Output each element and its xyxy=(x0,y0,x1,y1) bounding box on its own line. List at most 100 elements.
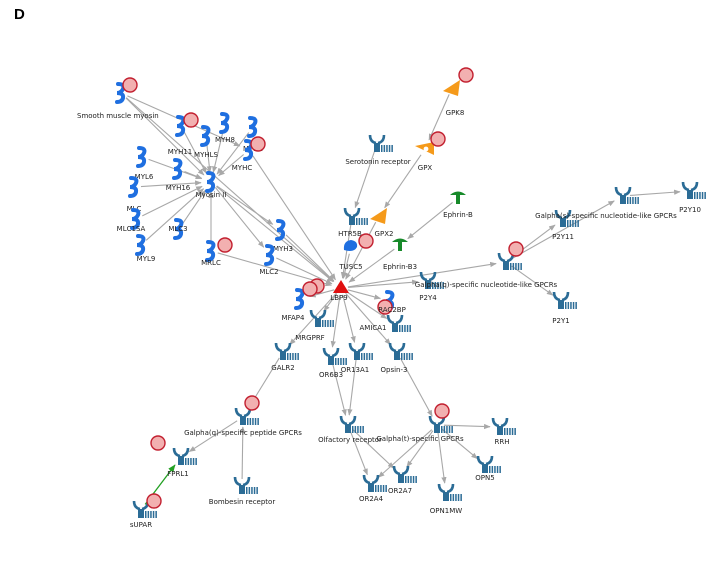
node-or13a1[interactable]: OR13A1 xyxy=(341,342,373,374)
node-gpx2[interactable]: GPX2 xyxy=(370,208,393,238)
node-opn5[interactable]: OPN5 xyxy=(475,455,501,482)
edge-myhc-lbp9 xyxy=(252,155,336,281)
node-myhc[interactable]: MYHC xyxy=(232,136,266,172)
node-olfactory[interactable]: Olfactory receptor xyxy=(318,415,382,444)
node-myh11[interactable]: MYH11 xyxy=(168,112,199,156)
edge-or6b3-olfactory xyxy=(332,363,347,416)
node-mlc3[interactable]: MLC3 xyxy=(168,218,188,240)
node-label: Galpha(s)-specific nucleotide-like GPCRs xyxy=(535,212,677,220)
node-galphat[interactable]: Galpha(t)-specific GPCRs xyxy=(376,403,464,443)
node-p2y10[interactable]: P2Y10 xyxy=(679,181,706,214)
node-label: MLC3 xyxy=(168,225,187,233)
node-myh16[interactable]: MYH16 xyxy=(166,158,191,192)
edge-lbp9-rac2bp xyxy=(347,289,381,300)
node-galr2[interactable]: GALR2 xyxy=(271,342,299,372)
node-bombesin[interactable]: Bombesin receptor xyxy=(209,476,276,506)
enzyme-glyph-icon xyxy=(370,208,387,224)
edge-myhc-myosin_ii xyxy=(218,154,244,176)
node-label: MYH8 xyxy=(215,136,235,144)
myosin-glyph-icon xyxy=(115,82,126,104)
node-tusc5[interactable]: TUSC5 xyxy=(338,233,374,271)
node-opn1mw[interactable]: OPN1MW xyxy=(430,483,462,515)
edge-layer xyxy=(125,94,681,505)
node-label: MYL6 xyxy=(135,173,154,181)
node-label: GPK8 xyxy=(446,109,465,117)
myosin-glyph-icon xyxy=(205,240,216,262)
node-p2y1[interactable]: P2Y1 xyxy=(552,291,577,325)
node-ephrin-b[interactable]: Ephrin-B xyxy=(443,191,473,220)
edge-myosin_ii-mlc2 xyxy=(214,187,265,248)
node-label: GALR2 xyxy=(271,364,294,372)
node-mlc2[interactable]: MLC2 xyxy=(259,244,279,276)
edge-olfactory-or2a7 xyxy=(352,429,395,469)
edge-gnucleotide-gsnucleotide xyxy=(511,200,615,260)
edge-smooth_muscle_myosin-lbp9 xyxy=(125,97,335,282)
edge-opsin3-galphat xyxy=(399,357,433,417)
target-marker-icon xyxy=(217,237,233,253)
node-myl9[interactable]: MYL9 xyxy=(135,234,156,263)
node-label: MRLC xyxy=(201,259,221,267)
node-p2y4[interactable]: P2Y4 xyxy=(419,271,444,302)
ligand-glyph-icon xyxy=(392,238,408,251)
node-myh8[interactable]: MYH8 xyxy=(215,112,235,144)
node-mrgprf[interactable]: MRGPRF xyxy=(295,309,334,342)
target-marker-icon xyxy=(122,77,138,93)
node-gpk8[interactable]: GPK8 xyxy=(443,67,474,117)
node-or2a7[interactable]: OR2A7 xyxy=(388,465,417,495)
node-supar[interactable]: sUPAR xyxy=(130,493,162,529)
node-serotonin-receptor[interactable]: Serotonin receptor xyxy=(345,134,411,166)
myosin-glyph-icon xyxy=(200,125,211,147)
edge-galphat-opn5 xyxy=(442,429,478,460)
protein-glyph-icon xyxy=(343,240,358,251)
node-mlc1sa[interactable]: MLC1SA xyxy=(117,208,146,233)
node-label: MRGPRF xyxy=(295,334,324,342)
node-or2a4[interactable]: OR2A4 xyxy=(359,474,387,503)
node-htr5b[interactable]: HTR5B xyxy=(338,207,368,238)
edge-myh8-myosin_ii xyxy=(212,129,224,173)
node-gsnucleotide[interactable]: Galpha(s)-specific nucleotide-like GPCRs xyxy=(535,186,677,220)
node-label: LBP9 xyxy=(330,294,347,302)
node-p2y11[interactable]: P2Y11 xyxy=(552,209,579,241)
node-mrlc[interactable]: MRLC xyxy=(201,237,233,267)
enzyme-glyph-icon xyxy=(415,142,434,155)
node-gpx[interactable]: GPX xyxy=(415,131,446,172)
target-marker-icon xyxy=(434,403,450,419)
node-myhls[interactable]: MYHLS xyxy=(194,125,219,159)
node-gpeptide[interactable]: Galpha(q)-specific peptide GPCRs xyxy=(184,395,302,437)
node-label: OR6B3 xyxy=(319,371,343,379)
node-smooth-muscle-myosin[interactable]: Smooth muscle myosin xyxy=(77,77,159,120)
node-label: Galpha(t)-specific GPCRs xyxy=(376,435,464,443)
node-amica1[interactable]: AMICA1 xyxy=(359,314,411,332)
node-fprl1[interactable]: FPRL1 xyxy=(150,435,197,478)
node-mfap4[interactable]: MFAP4 xyxy=(282,281,318,322)
edge-lbp9-galr2 xyxy=(289,292,337,346)
node-or6b3[interactable]: OR6B3 xyxy=(319,347,347,379)
receptor-glyph-icon xyxy=(554,209,579,227)
edge-ephrin_b-ephrin_b3 xyxy=(407,201,453,240)
node-gnucleotide[interactable]: Galpha(q)-specific nucleotide-like GPCRs xyxy=(415,241,558,289)
edge-myh11-myosin_ii xyxy=(183,131,207,174)
target-marker-icon xyxy=(146,493,162,509)
edge-lbp9-amica1 xyxy=(346,291,388,319)
node-rac2bp[interactable]: RAC2BP xyxy=(377,290,406,315)
receptor-glyph-icon xyxy=(681,181,706,199)
node-rrh[interactable]: RRH xyxy=(491,417,516,446)
receptor-glyph-icon xyxy=(392,465,417,483)
node-ephrin-b3[interactable]: Ephrin-B3 xyxy=(383,238,417,272)
node-label: Olfactory receptor xyxy=(318,436,382,444)
receptor-glyph-icon xyxy=(476,455,501,473)
node-label: MYH3 xyxy=(273,245,293,253)
node-myh3[interactable]: MYH3 xyxy=(273,219,293,253)
receptor-glyph-icon xyxy=(388,342,413,360)
node-label: Galpha(q)-specific nucleotide-like GPCRs xyxy=(415,281,558,289)
node-mlc[interactable]: MLC xyxy=(127,176,142,213)
node-opsin3[interactable]: Opsin-3 xyxy=(381,342,413,374)
receptor-glyph-icon xyxy=(172,447,197,465)
node-myosin-ii[interactable]: Myosin II xyxy=(196,171,227,199)
node-myl6[interactable]: MYL6 xyxy=(135,146,154,181)
node-label: AMICA1 xyxy=(359,324,386,332)
receptor-glyph-icon xyxy=(234,407,259,425)
node-label: MLC1SA xyxy=(117,225,146,233)
node-label: Smooth muscle myosin xyxy=(77,112,159,120)
